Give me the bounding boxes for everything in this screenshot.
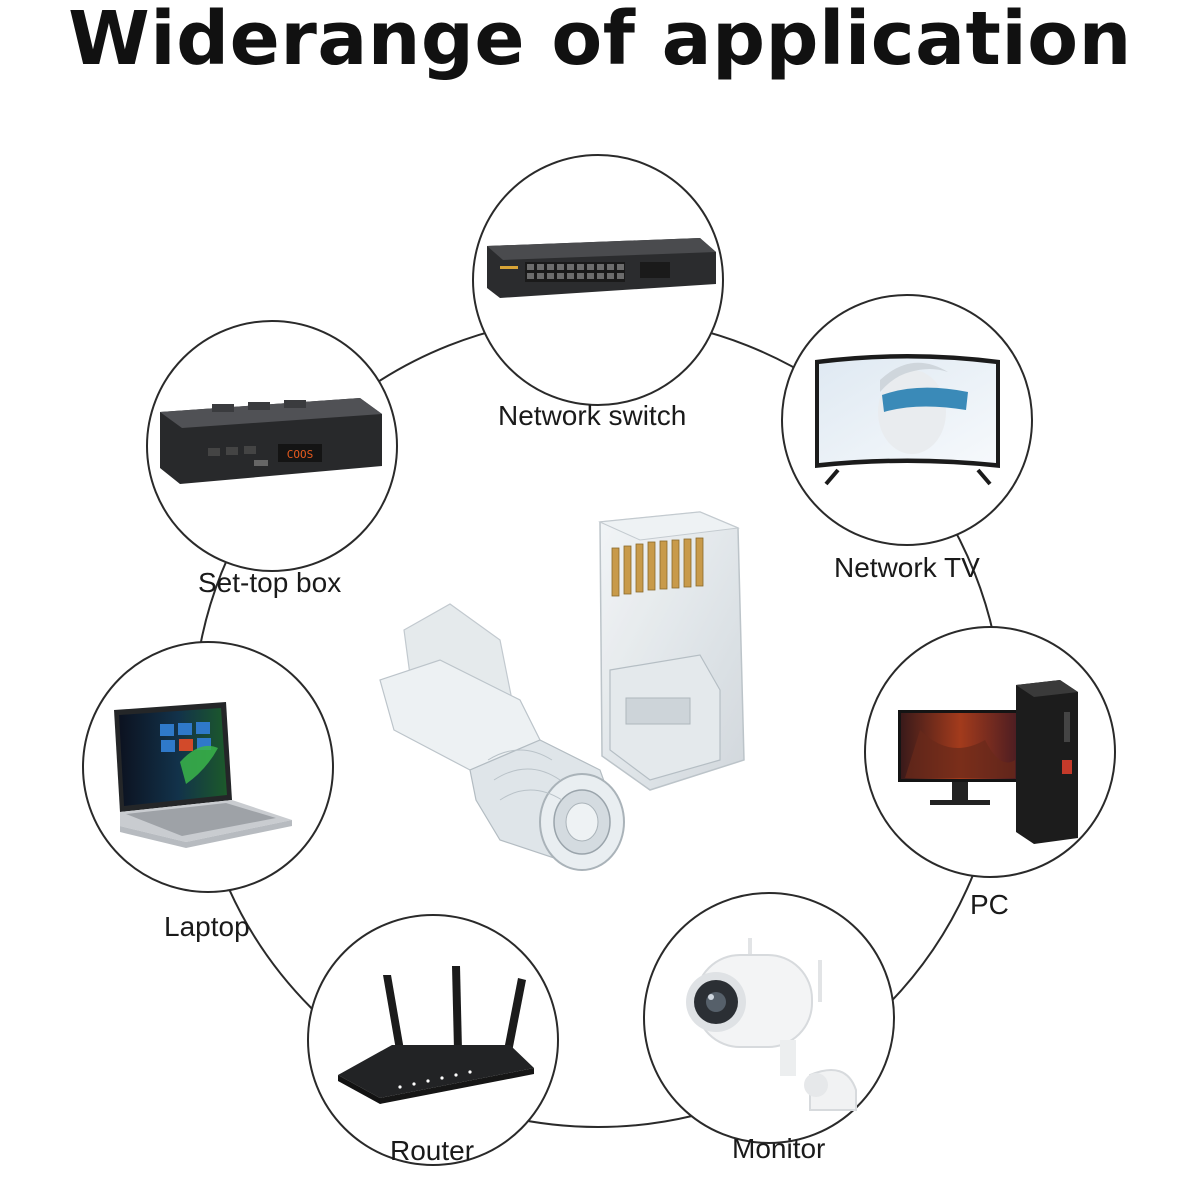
set-top-box-icon: COOS [160, 398, 382, 484]
page-title: Widerange of application [68, 0, 1132, 82]
security-camera-icon [686, 938, 857, 1111]
label-set-top-box: Set-top box [198, 567, 342, 598]
laptop-icon [114, 702, 292, 848]
router-node [307, 914, 559, 1166]
label-router: Router [390, 1135, 475, 1166]
set-top-box-display: COOS [287, 448, 314, 461]
label-network-tv: Network TV [834, 552, 980, 583]
label-monitor: Monitor [732, 1133, 826, 1164]
monitor-node [643, 892, 895, 1144]
set-top-box-node: COOS [146, 320, 398, 572]
laptop-node [82, 641, 334, 893]
network-tv-icon [815, 354, 1000, 486]
pc-icon [898, 680, 1078, 844]
label-laptop: Laptop [164, 911, 250, 942]
rj45-connectors-image [379, 511, 745, 871]
pc-node [864, 626, 1116, 878]
label-pc: PC [970, 889, 1009, 920]
network-switch-node [472, 154, 724, 406]
network-tv-node [781, 294, 1033, 546]
network-switch-icon [487, 238, 716, 298]
label-network-switch: Network switch [498, 400, 687, 431]
router-icon [338, 966, 534, 1104]
